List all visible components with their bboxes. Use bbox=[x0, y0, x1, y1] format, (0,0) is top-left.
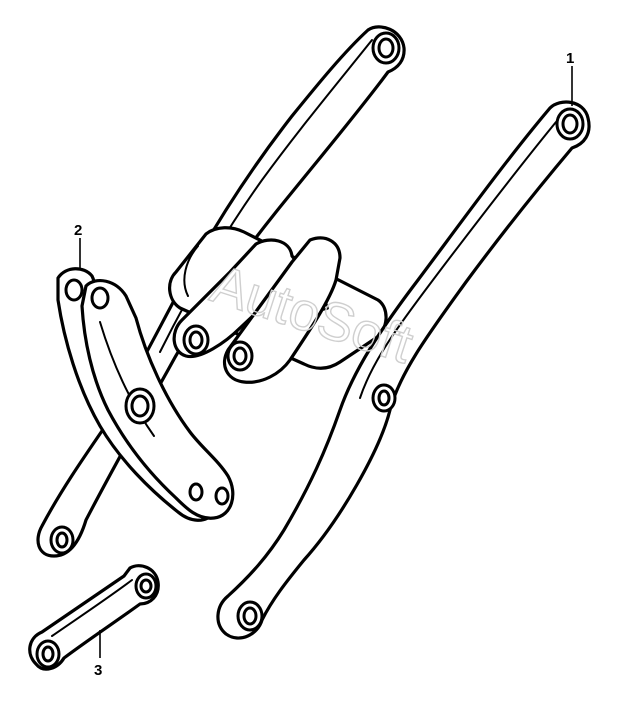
callout-3: 3 bbox=[94, 662, 102, 679]
bellcrank bbox=[56, 267, 235, 522]
callout-2: 2 bbox=[74, 222, 82, 239]
callout-1: 1 bbox=[566, 50, 574, 67]
center-brackets bbox=[172, 236, 342, 384]
short-link bbox=[28, 564, 160, 671]
front-lift-arm bbox=[216, 100, 591, 640]
